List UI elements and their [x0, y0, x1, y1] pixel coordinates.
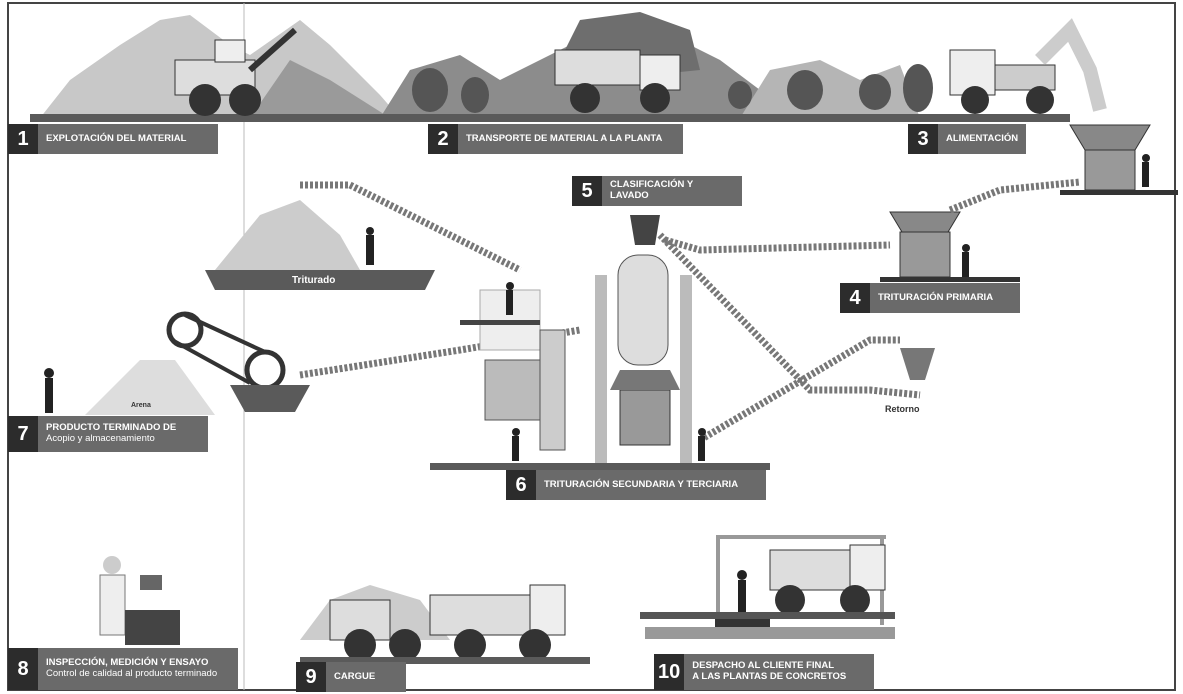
- triturado-label: Triturado: [292, 275, 336, 286]
- loader-1: [174, 27, 297, 116]
- step-3-label: 3 ALIMENTACIÓN: [908, 124, 1026, 154]
- sand-washer: [166, 311, 310, 412]
- dispatch-scale: [640, 535, 895, 639]
- return-hopper: [900, 348, 935, 380]
- step-2-title: TRANSPORTE DE MATERIAL A LA PLANTA: [466, 132, 663, 144]
- step-1-label: 1 EXPLOTACIÓN DEL MATERIAL: [8, 124, 218, 154]
- step-4-label: 4 TRITURACIÓN PRIMARIA: [840, 283, 1020, 313]
- step-6-number: 6: [506, 470, 536, 500]
- trees: [412, 64, 933, 113]
- step-6-label: 6 TRITURACIÓN SECUNDARIA Y TERCIARIA: [506, 470, 766, 500]
- workers: [44, 154, 1150, 612]
- step-2-label: 2 TRANSPORTE DE MATERIAL A LA PLANTA: [428, 124, 683, 154]
- step-8-title: INSPECCIÓN, MEDICIÓN Y ENSAYO: [46, 657, 209, 669]
- step-7-title: PRODUCTO TERMINADO DE: [46, 422, 177, 434]
- step-7-subtitle: Acopio y almacenamiento: [46, 433, 155, 444]
- step-10-label: 10 DESPACHO AL CLIENTE FINAL A LAS PLANT…: [654, 654, 875, 690]
- retorno-label: Retorno: [885, 404, 920, 414]
- stockpile-triturado: [205, 200, 435, 290]
- central-plant: [430, 215, 770, 470]
- step-8-number: 8: [8, 648, 38, 690]
- step-10-subtitle: A LAS PLANTAS DE CONCRETOS: [692, 671, 847, 682]
- cargue-machines: [300, 584, 590, 664]
- step-5-number: 5: [572, 176, 602, 206]
- conveyors: [299, 178, 1081, 444]
- step-7-number: 7: [8, 416, 38, 452]
- lab-inspection: [99, 556, 180, 645]
- step-8-label: 8 INSPECCIÓN, MEDICIÓN Y ENSAYO Control …: [8, 648, 238, 690]
- frame-border: [7, 2, 1176, 691]
- step-1-number: 1: [8, 124, 38, 154]
- step-5-label: 5 CLASIFICACIÓN Y LAVADO: [572, 176, 742, 206]
- feeder-hopper: [1060, 124, 1178, 195]
- step-10-number: 10: [654, 654, 685, 690]
- step-1-title: EXPLOTACIÓN DEL MATERIAL: [46, 132, 187, 144]
- step-4-title: TRITURACIÓN PRIMARIA: [878, 291, 994, 303]
- step-9-label: 9 CARGUE: [296, 662, 406, 692]
- step-2-number: 2: [428, 124, 458, 154]
- dump-truck-2: [554, 49, 681, 113]
- step-9-number: 9: [296, 662, 326, 692]
- step-3-number: 3: [908, 124, 938, 154]
- stockpile-arena: [85, 360, 215, 415]
- step-8-subtitle: Control de calidad al producto terminado: [46, 668, 218, 679]
- step-3-title: ALIMENTACIÓN: [946, 132, 1019, 144]
- step-5-title: CLASIFICACIÓN Y LAVADO: [610, 179, 694, 201]
- truck-3: [949, 18, 1107, 114]
- step-7-label: 7 PRODUCTO TERMINADO DE Acopio y almacen…: [8, 416, 208, 452]
- step-4-number: 4: [840, 283, 870, 313]
- step-10-title: DESPACHO AL CLIENTE FINAL: [692, 660, 835, 672]
- arena-label: Arena: [131, 402, 151, 409]
- primary-crusher: [880, 211, 1020, 282]
- step-9-title: CARGUE: [334, 670, 376, 682]
- step-6-title: TRITURACIÓN SECUNDARIA Y TERCIARIA: [544, 478, 739, 490]
